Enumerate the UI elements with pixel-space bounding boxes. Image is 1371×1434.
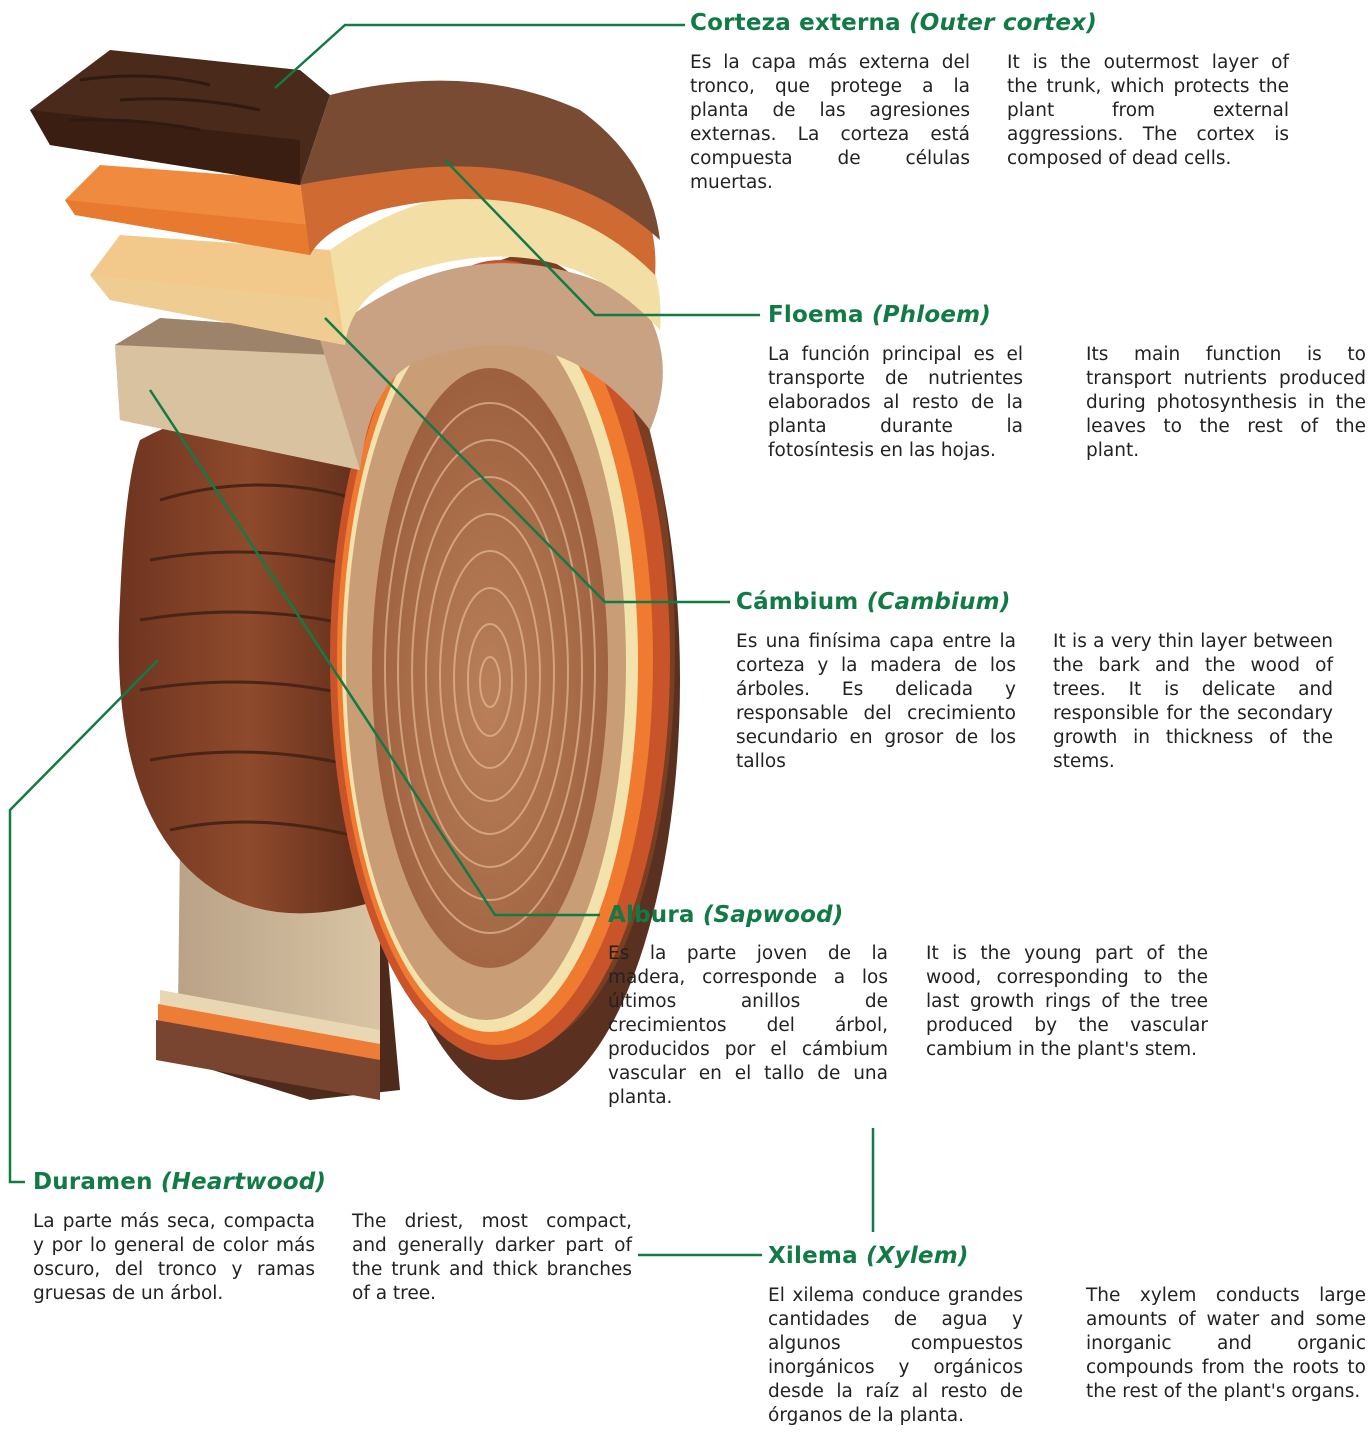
- xylem-title-es: Xilema: [768, 1243, 858, 1269]
- heartwood-title-es: Duramen: [33, 1169, 153, 1195]
- phloem-text-es: La función principal es el transporte de…: [768, 343, 1023, 463]
- outer-cortex-text-es: Es la capa más externa del tronco, que p…: [690, 51, 970, 195]
- outer-cortex-text-en: It is the outermost layer of the trunk, …: [1007, 51, 1289, 171]
- cambium-title: Cámbium (Cambium): [736, 589, 1011, 615]
- cambium-title-es: Cámbium: [736, 589, 858, 615]
- xylem-title: Xilema (Xylem): [768, 1243, 969, 1269]
- outer-cortex-title-en: (Outer cortex): [909, 10, 1097, 36]
- cambium-text-en: It is a very thin layer between the bark…: [1053, 630, 1333, 774]
- heartwood-title: Duramen (Heartwood): [33, 1169, 326, 1195]
- sapwood-title-en: (Sapwood): [703, 902, 844, 928]
- cambium-title-en: (Cambium): [867, 589, 1011, 615]
- xylem-title-en: (Xylem): [866, 1243, 969, 1269]
- heartwood-title-en: (Heartwood): [161, 1169, 326, 1195]
- phloem-title-es: Floema: [768, 302, 864, 328]
- outer-cortex-title-es: Corteza externa: [690, 10, 901, 36]
- phloem-title: Floema (Phloem): [768, 302, 991, 328]
- heartwood-text-en: The driest, most compact, and generally …: [352, 1210, 632, 1306]
- sapwood-title: Albura (Sapwood): [608, 902, 844, 928]
- xylem-text-es: El xilema conduce grandes cantidades de …: [768, 1284, 1023, 1428]
- phloem-text-en: Its main function is to transport nutrie…: [1086, 343, 1366, 463]
- xylem-text-en: The xylem conducts large amounts of wate…: [1086, 1284, 1366, 1404]
- sapwood-text-en: It is the young part of the wood, corres…: [926, 942, 1208, 1062]
- heartwood-text-es: La parte más seca, compacta y por lo gen…: [33, 1210, 315, 1306]
- cambium-text-es: Es una finísima capa entre la corteza y …: [736, 630, 1016, 774]
- outer-cortex-title: Corteza externa (Outer cortex): [690, 10, 1097, 36]
- sapwood-text-es: Es la parte joven de la madera, correspo…: [608, 942, 888, 1110]
- sapwood-title-es: Albura: [608, 902, 695, 928]
- leader-outer-cortex: [275, 25, 685, 88]
- phloem-title-en: (Phloem): [872, 302, 991, 328]
